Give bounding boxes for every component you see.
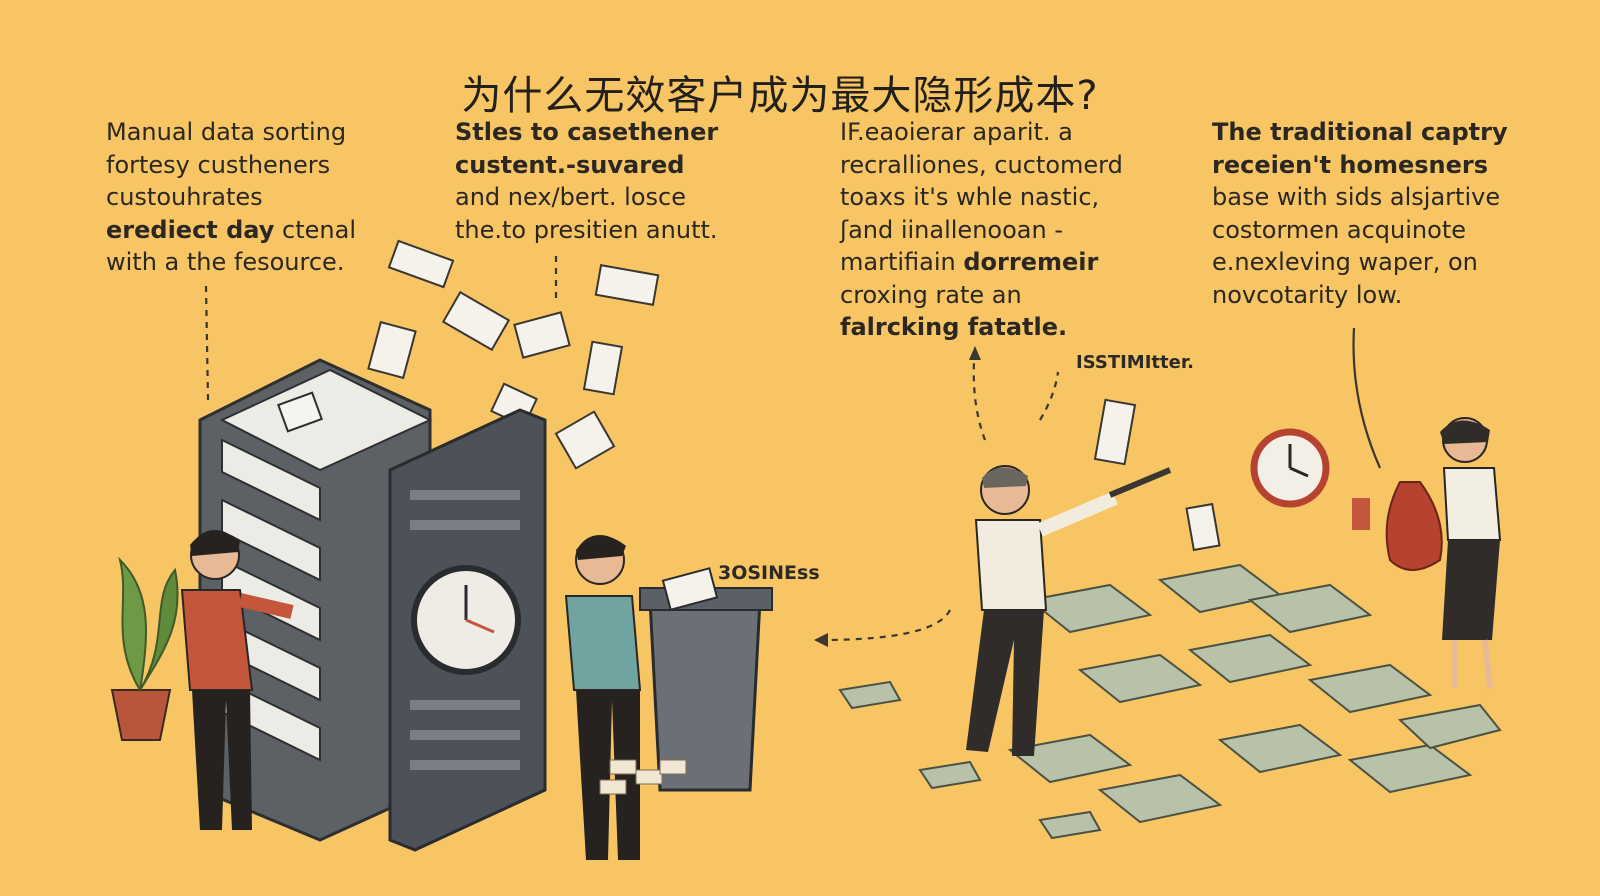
wall-clock-icon (1250, 428, 1330, 508)
shredder-bin-icon (599, 567, 773, 795)
text-line: custent.-suvared (455, 149, 765, 182)
text-line: the.to presitien anutt. (455, 214, 765, 247)
text-line: falrcking fatatle. (840, 311, 1160, 344)
text-fragment: toaxs it's whle nastic, (840, 183, 1100, 211)
text-fragment: croxing rate an (840, 280, 1022, 309)
person-businessman-icon (966, 465, 1172, 756)
text-line: Stles to casethener (455, 116, 765, 149)
text-line: ʃand iinallenooan - (840, 214, 1160, 247)
text-line: base with sids alsjartive (1212, 181, 1552, 214)
potted-plant-icon (110, 556, 179, 741)
text-fragment: Manual data sorting (106, 118, 347, 146)
text-line: Manual data sorting (106, 116, 396, 149)
text-fragment: ctenal (274, 215, 357, 244)
text-fragment: novcotarity low. (1212, 280, 1403, 309)
money-stacks-icon (838, 563, 1502, 840)
text-line: fortesy custheners (106, 149, 396, 182)
text-line: and nex/bert. losce (455, 181, 765, 214)
person-red-shirt-icon (180, 530, 294, 830)
text-fragment: ʃand iinallenooan - (840, 215, 1063, 244)
person-woman-icon (1440, 417, 1502, 689)
flying-papers-icon (367, 239, 1221, 552)
text-fragment: with a the fesource. (106, 248, 345, 276)
text-fragment: custouhrates (106, 183, 263, 211)
text-line: recralliones, cuctomerd (840, 149, 1160, 182)
label-right: ISSTIMItter. (1076, 352, 1194, 373)
text-fragment: costormen acquinote (1212, 215, 1466, 244)
money-bag-icon (1352, 481, 1443, 571)
text-column-4: The traditional captry receien't homesner… (1212, 116, 1552, 311)
text-line: erediect day ctenal (106, 214, 396, 247)
text-line: IF.eaoierar aparit. a (840, 116, 1160, 149)
text-fragment: IF.eaoierar aparit. a (840, 118, 1073, 146)
text-line: croxing rate an (840, 279, 1160, 312)
page-title: 为什么无效客户成为最大隐形成本? (461, 72, 1099, 119)
label-center: 3OSINEss (718, 562, 820, 584)
person-teal-shirt-icon (564, 535, 642, 860)
text-line: with a the fesource. (106, 246, 396, 279)
clock-machine-icon (388, 408, 547, 852)
text-line: toaxs it's whle nastic, (840, 181, 1160, 214)
text-column-1: Manual data sorting fortesy custheners cus… (106, 116, 396, 279)
text-fragment: martifiain (840, 248, 964, 276)
text-line: e.nexleving waper, on (1212, 246, 1552, 279)
text-fragment: custent.-suvared (455, 150, 685, 179)
text-line: martifiain dorremeir (840, 246, 1160, 279)
text-fragment: The traditional captry (1212, 118, 1508, 146)
text-line: receien't homesners (1212, 149, 1552, 182)
text-fragment: Stles to casethener (455, 118, 719, 146)
text-line: The traditional captry (1212, 116, 1552, 149)
text-fragment: erediect day (106, 215, 275, 244)
text-line: novcotarity low. (1212, 279, 1552, 312)
leader-lines (204, 256, 1060, 642)
text-line: custouhrates (106, 181, 396, 214)
text-fragment: fortesy custheners (106, 150, 331, 179)
text-fragment: receien't homesners (1212, 150, 1489, 179)
text-fragment: recralliones, cuctomerd (840, 150, 1123, 179)
text-column-2: Stles to casethener custent.-suvared and n… (455, 116, 765, 246)
text-fragment: e.nexleving waper, on (1212, 248, 1478, 276)
text-fragment: and nex/bert. losce (455, 183, 686, 211)
text-column-3: IF.eaoierar aparit. a recralliones, cucto… (840, 116, 1160, 344)
text-fragment: the.to presitien anutt. (455, 215, 718, 244)
text-fragment: falrcking fatatle. (840, 313, 1068, 341)
text-fragment: base with sids alsjartive (1212, 183, 1501, 211)
text-fragment: dorremeir (963, 248, 1099, 276)
text-line: costormen acquinote (1212, 214, 1552, 247)
server-rack-icon (198, 358, 433, 842)
